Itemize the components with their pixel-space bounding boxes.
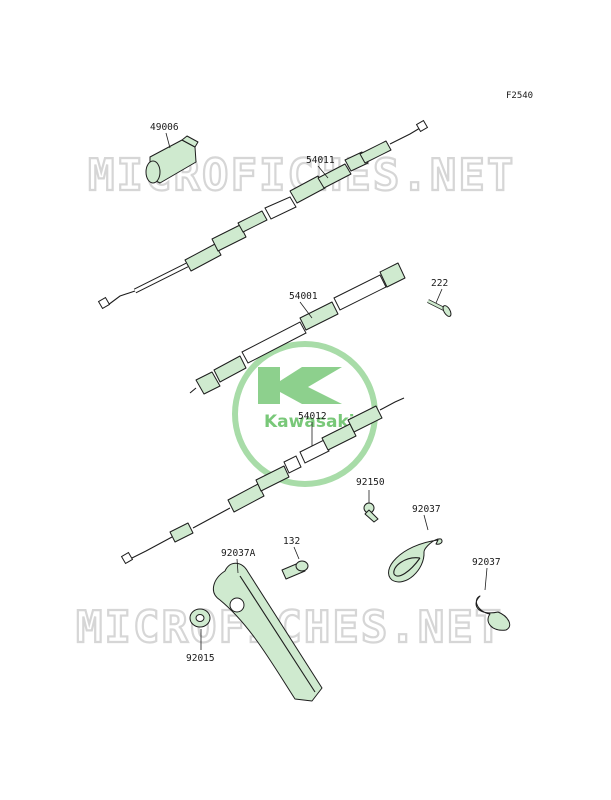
label-54011: 54011	[306, 155, 335, 166]
label-54001: 54001	[289, 291, 318, 302]
label-54012: 54012	[298, 411, 327, 422]
part-54011-cable[interactable]	[97, 119, 429, 310]
label-49006: 49006	[150, 122, 179, 133]
kawasaki-k-icon	[258, 367, 342, 404]
part-92037-clamp-lower[interactable]	[475, 595, 511, 631]
label-92015: 92015	[186, 653, 215, 664]
part-92150-bolt[interactable]	[363, 502, 379, 523]
label-92150: 92150	[356, 477, 385, 488]
part-92037-clamp-upper[interactable]	[388, 538, 443, 583]
label-92037-lower: 92037	[472, 557, 501, 568]
part-132-bolt[interactable]	[281, 560, 309, 580]
reference-code: F2540	[506, 91, 533, 101]
part-54001-cable[interactable]	[189, 262, 406, 395]
part-92015-collar[interactable]	[189, 608, 211, 628]
label-92037A: 92037A	[221, 548, 256, 559]
kawasaki-logo-text: Kawasaki	[264, 412, 355, 432]
part-222-screw[interactable]	[427, 299, 453, 318]
part-92037A-bracket[interactable]	[212, 562, 323, 702]
part-49006-grip[interactable]	[145, 135, 199, 184]
label-222: 222	[431, 278, 448, 289]
label-132: 132	[283, 536, 300, 547]
label-92037-upper: 92037	[412, 504, 441, 515]
part-54012-cable[interactable]	[120, 397, 405, 565]
